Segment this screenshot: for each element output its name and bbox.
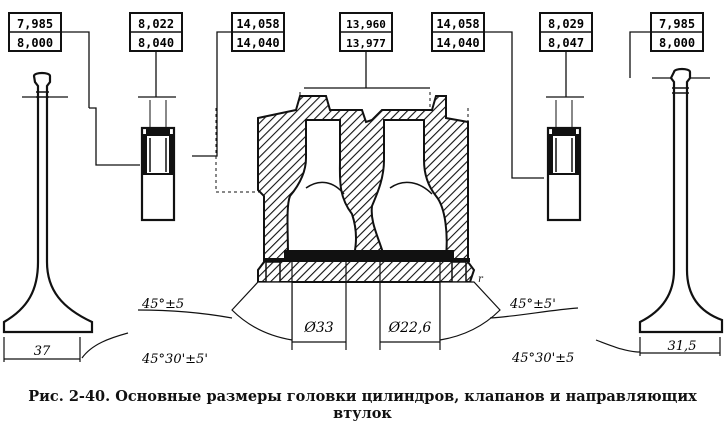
dim-left-valve-stem-max: 7,985 [17, 17, 53, 31]
dim-box-left-guide-bore: 8,022 8,040 [129, 12, 183, 52]
dim-right-guide-od-max: 14,058 [436, 17, 479, 31]
svg-text:r: r [478, 274, 484, 285]
dim-box-right-guide-bore: 8,029 8,047 [539, 12, 593, 52]
left-face-angle-label: 45°30'±5' [141, 352, 208, 367]
left-valve [2, 71, 94, 334]
figure-caption: Рис. 2-40. Основные размеры головки цили… [28, 388, 697, 422]
dim-box-left-valve-stem: 7,985 8,000 [8, 12, 62, 52]
right-face-angle-label: 45°30'±5 [511, 351, 574, 366]
dim-right-guide-bore-min: 8,029 [548, 17, 584, 31]
right-valve-guide [546, 100, 582, 222]
dim-head-center-max: 13,977 [346, 37, 386, 50]
cylinder-head-section: r Ø33 Ø22,6 [215, 92, 501, 350]
left-valve-guide [140, 100, 176, 222]
dim-left-guide-bore-min: 8,022 [138, 17, 174, 31]
dim-head-center-min: 13,960 [346, 18, 386, 31]
dim-box-right-guide-od: 14,058 14,040 [431, 12, 485, 52]
right-seat-angle-leader [489, 307, 579, 319]
dim-left-guide-bore-max: 8,040 [138, 36, 174, 50]
left-head-diameter-label: 37 [34, 344, 51, 359]
right-valve [638, 67, 724, 334]
left-seat-angle-label: 45°±5 [141, 297, 184, 312]
left-seat-angle-leader [137, 309, 233, 319]
intake-diameter-label: Ø33 [303, 320, 333, 336]
dim-box-left-guide-od: 14,058 14,040 [231, 12, 285, 52]
dim-right-valve-stem-max: 7,985 [659, 17, 695, 31]
dim-left-valve-stem-min: 8,000 [17, 36, 53, 50]
dim-box-right-valve-stem: 7,985 8,000 [650, 12, 704, 52]
right-seat-angle-label: 45°±5' [509, 297, 556, 312]
dim-right-valve-stem-min: 8,000 [659, 36, 695, 50]
dim-right-guide-bore-max: 8,047 [548, 36, 584, 50]
exhaust-diameter-label: Ø22,6 [388, 320, 432, 336]
dim-right-guide-od-min: 14,040 [436, 36, 479, 50]
left-head-diameter-dim: 37 [3, 337, 81, 362]
dim-left-guide-od-min: 14,040 [236, 36, 279, 50]
dim-box-head-center: 13,960 13,977 [339, 12, 393, 52]
right-head-diameter-dim: 31,5 [639, 337, 721, 356]
right-face-angle-leader [595, 339, 641, 353]
dim-left-guide-od-max: 14,058 [236, 17, 279, 31]
right-head-diameter-label: 31,5 [668, 339, 697, 354]
left-face-angle-leader [81, 332, 129, 359]
